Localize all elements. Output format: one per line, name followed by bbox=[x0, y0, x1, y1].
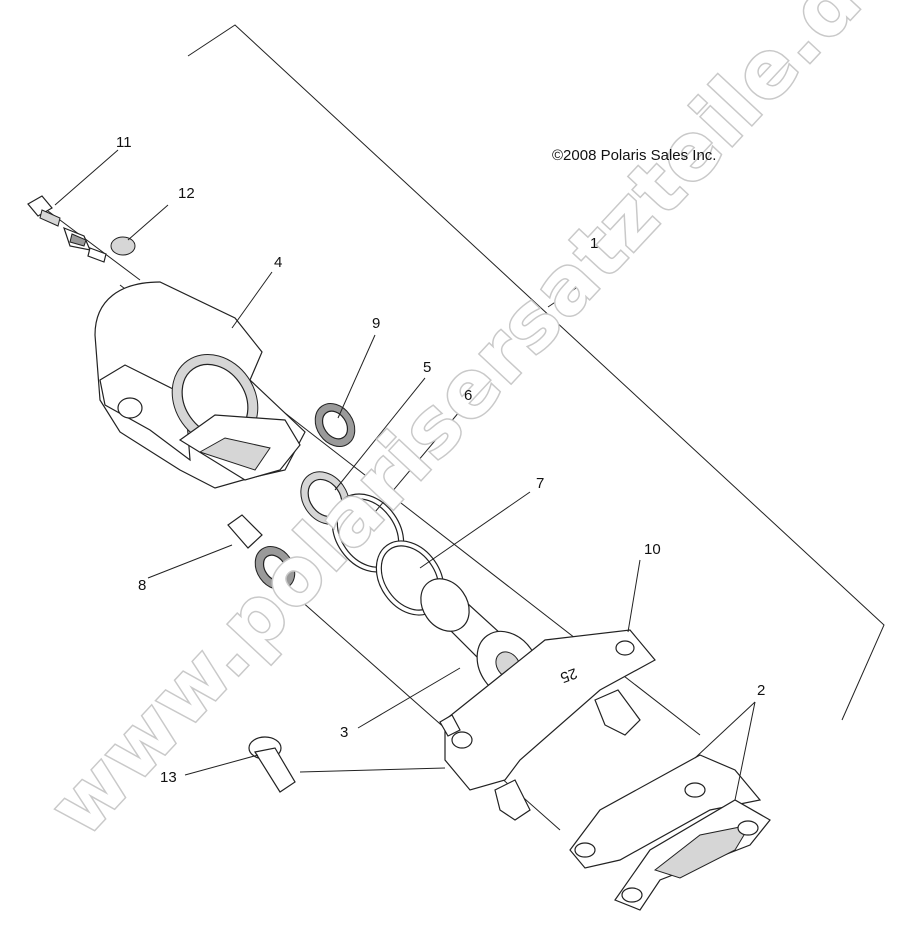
leader-lines bbox=[54, 149, 756, 801]
callout-2: 2 bbox=[757, 682, 765, 699]
guide-pin-and-boot bbox=[227, 514, 296, 590]
mounting-bracket bbox=[439, 629, 656, 821]
callout-12: 12 bbox=[178, 185, 195, 202]
callout-9: 9 bbox=[372, 315, 380, 332]
copyright-text: ©2008 Polaris Sales Inc. bbox=[552, 147, 716, 164]
callout-13: 13 bbox=[160, 769, 177, 786]
callout-10: 10 bbox=[644, 541, 661, 558]
brake-pad-outer bbox=[569, 754, 762, 869]
callout-7: 7 bbox=[536, 475, 544, 492]
callout-8: 8 bbox=[138, 577, 146, 594]
callout-5: 5 bbox=[423, 359, 431, 376]
callout-11: 11 bbox=[116, 134, 132, 151]
callout-numbers: 1 2 3 4 5 6 7 8 9 10 11 12 13 bbox=[116, 134, 765, 786]
callout-3: 3 bbox=[340, 724, 348, 741]
bracket-stamp: 25 bbox=[558, 664, 579, 686]
mounting-bolt bbox=[248, 736, 296, 793]
dust-ring bbox=[300, 471, 350, 525]
callout-4: 4 bbox=[274, 254, 282, 271]
assembly-bracket bbox=[187, 24, 885, 721]
callout-1: 1 bbox=[590, 235, 598, 252]
piston-seal-upper bbox=[314, 403, 356, 447]
caliper-housing bbox=[94, 281, 306, 489]
bleeder-cap bbox=[110, 236, 136, 256]
brake-pad-inner bbox=[614, 799, 771, 911]
callout-6: 6 bbox=[464, 387, 472, 404]
bleeder-fitting bbox=[27, 195, 107, 263]
